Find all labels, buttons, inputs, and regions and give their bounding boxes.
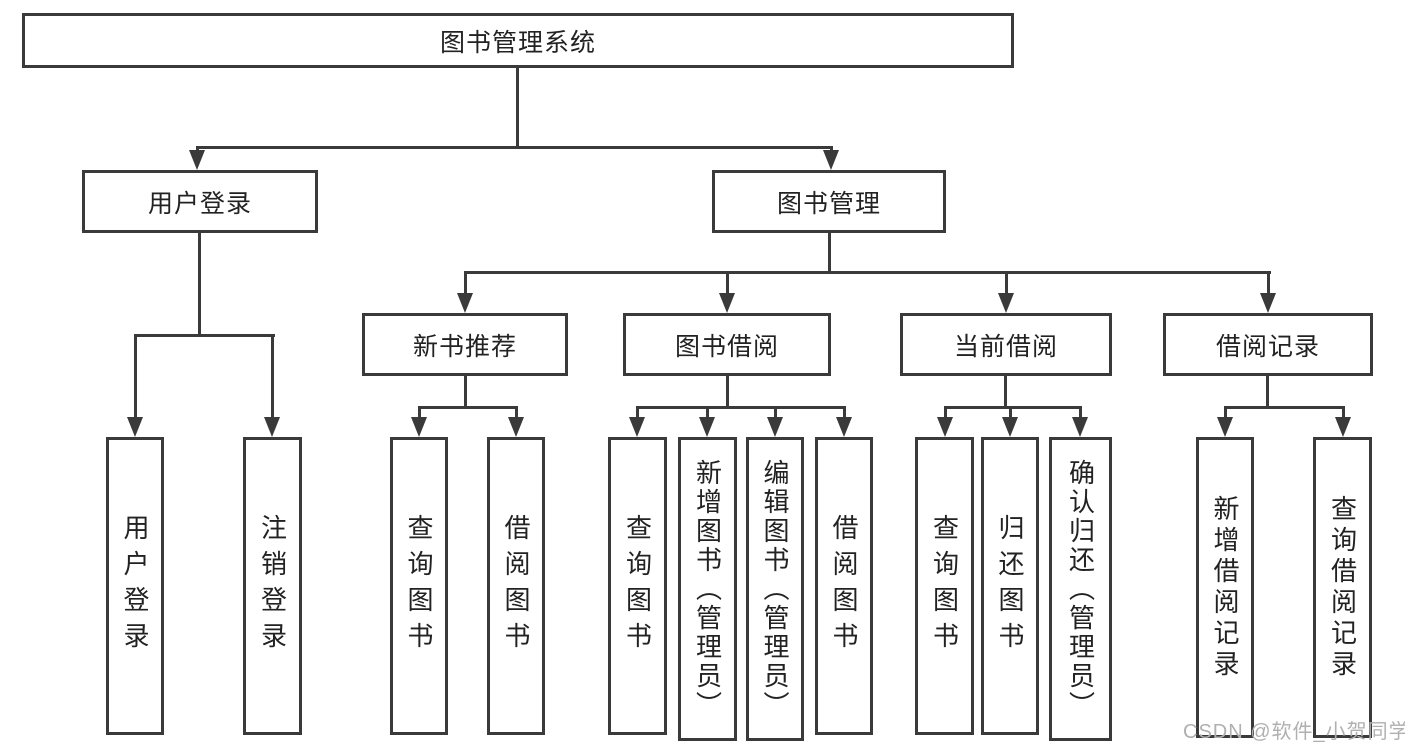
connector-line [726,376,729,409]
leaf-logout-label: 注销登录 [257,514,288,658]
connector-line [706,406,709,420]
connector-line [464,271,1271,274]
connector-line [1266,376,1269,409]
leaf-current-query-books-label: 查询图书 [929,514,960,658]
connector-line [516,68,519,146]
node-new-book-recommend-label: 新书推荐 [412,332,517,361]
leaf-recommend-borrow-books-label: 借阅图书 [501,514,531,658]
connector-line [1224,406,1227,420]
connector-line [828,233,831,274]
arrowhead [508,417,524,437]
arrowhead [127,417,143,437]
leaf-borrowing-add-books-admin: 新增图书（管理员） [678,437,737,741]
leaf-current-confirm-return-admin: 确认归还（管理员） [1049,437,1112,741]
node-user-login-label: 用户登录 [147,189,252,218]
leaf-recommend-query-books: 查询图书 [390,437,448,735]
arrowhead [411,417,427,437]
connector-line [1005,271,1008,295]
leaf-user-login: 用户登录 [106,437,164,735]
leaf-recommend-borrow-books: 借阅图书 [487,437,545,735]
node-root: 图书管理系统 [22,13,1014,68]
connector-line [1224,406,1345,409]
arrowhead [699,417,715,437]
connector-line [134,334,137,420]
leaf-current-confirm-return-admin-label: 确认归还（管理员） [1065,458,1096,720]
arrowhead [457,293,473,313]
connector-line [1342,406,1345,420]
connector-line [515,406,518,420]
node-book-borrowing-label: 图书借阅 [674,332,779,361]
node-root-label: 图书管理系统 [439,28,596,57]
connector-line [843,406,846,420]
arrowhead [998,293,1014,313]
node-borrowing-records-label: 借阅记录 [1215,332,1320,361]
connector-line [944,406,1082,409]
arrowhead [1217,417,1233,437]
leaf-user-login-label: 用户登录 [120,514,150,658]
connector-line [196,146,833,149]
arrowhead [1260,293,1276,313]
connector-line [1267,271,1270,295]
leaf-borrowing-edit-books-admin-label: 编辑图书（管理员） [760,458,790,720]
leaf-records-query-record-label: 查询借阅记录 [1327,494,1358,681]
leaf-current-return-books: 归还图书 [981,437,1039,735]
connector-line [1079,406,1082,420]
connector-line [271,334,274,420]
arrowhead [937,417,953,437]
connector-line [418,406,518,409]
arrowhead [836,417,852,437]
leaf-borrowing-borrow-books: 借阅图书 [815,437,873,735]
connector-line [134,334,275,337]
leaf-borrowing-edit-books-admin: 编辑图书（管理员） [746,437,804,741]
leaf-borrowing-query-books: 查询图书 [608,437,667,735]
connector-line [1004,376,1007,409]
leaf-borrowing-add-books-admin-label: 新增图书（管理员） [692,458,723,720]
node-book-borrowing: 图书借阅 [623,313,831,376]
leaf-current-return-books-label: 归还图书 [995,514,1025,658]
leaf-borrowing-borrow-books-label: 借阅图书 [829,514,859,658]
connector-line [1009,406,1012,420]
arrowhead [767,417,783,437]
arrowhead [719,293,735,313]
leaf-records-add-record: 新增借阅记录 [1196,437,1254,738]
arrowhead [1335,417,1351,437]
connector-line [198,233,201,337]
connector-line [464,376,467,409]
node-book-management-label: 图书管理 [776,189,881,218]
node-user-login: 用户登录 [82,170,318,233]
node-current-borrowing-label: 当前借阅 [953,332,1058,361]
connector-line [774,406,777,420]
arrowhead [189,150,205,170]
connector-line [944,406,947,420]
leaf-records-query-record: 查询借阅记录 [1313,437,1372,738]
arrowhead [1002,417,1018,437]
connector-line [636,406,846,409]
connector-line [636,406,639,420]
node-book-management: 图书管理 [712,170,946,233]
connector-line [418,406,421,420]
connector-line [726,271,729,295]
arrowhead [629,417,645,437]
watermark: CSDN @软件_小贺同学 [1183,721,1405,743]
connector-line [464,271,467,295]
node-new-book-recommend: 新书推荐 [362,313,568,376]
leaf-recommend-query-books-label: 查询图书 [404,514,434,658]
arrowhead [264,417,280,437]
arrowhead [1072,417,1088,437]
leaf-logout: 注销登录 [243,437,302,735]
node-borrowing-records: 借阅记录 [1163,313,1373,376]
node-current-borrowing: 当前借阅 [900,313,1112,376]
arrowhead [823,150,839,170]
leaf-borrowing-query-books-label: 查询图书 [622,514,653,658]
leaf-records-add-record-label: 新增借阅记录 [1210,494,1240,681]
leaf-current-query-books: 查询图书 [915,437,974,735]
